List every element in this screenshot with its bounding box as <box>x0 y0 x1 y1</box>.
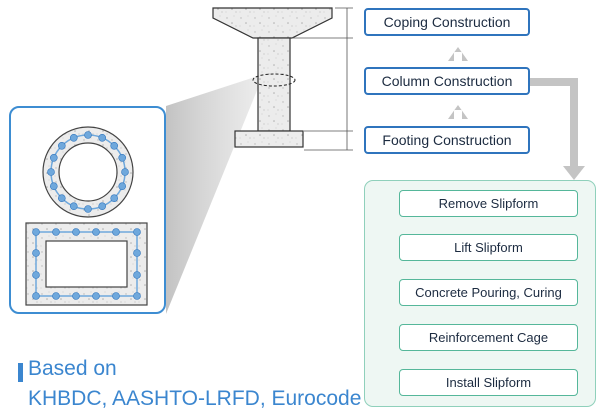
basis-heading: Based on <box>28 357 117 380</box>
section-detail-graphics <box>25 126 148 306</box>
substep-label: Reinforcement Cage <box>428 330 549 345</box>
level-bracket <box>292 7 353 151</box>
step-label: Coping Construction <box>383 14 511 30</box>
pier-footing <box>234 130 304 148</box>
step-label: Footing Construction <box>382 132 512 148</box>
substep-label: Install Slipform <box>445 375 532 390</box>
substep-label: Lift Slipform <box>454 240 523 255</box>
main-flow-arrows <box>448 47 468 119</box>
basis-standards: KHBDC, AASHTO-LRFD, Eurocode <box>28 387 362 410</box>
column-to-slipform-arrow <box>530 78 578 168</box>
step-footing-construction: Footing Construction <box>364 126 530 154</box>
substep-install-slipform: Install Slipform <box>399 369 578 396</box>
substep-reinforcement-cage: Reinforcement Cage <box>399 324 578 351</box>
substep-label: Concrete Pouring, Curing <box>415 285 562 300</box>
step-column-construction: Column Construction <box>364 67 530 95</box>
substep-label: Remove Slipform <box>438 196 539 211</box>
section-detail-panel <box>9 106 166 314</box>
substep-concrete-pouring-curing: Concrete Pouring, Curing <box>399 279 578 306</box>
step-label: Column Construction <box>381 73 513 89</box>
section-cut-marker <box>252 73 296 87</box>
basis-accent-bar <box>18 363 23 382</box>
substep-lift-slipform: Lift Slipform <box>399 234 578 261</box>
zoom-wedge <box>166 76 258 314</box>
circular-section <box>42 126 134 218</box>
step-coping-construction: Coping Construction <box>364 8 530 36</box>
rectangular-section <box>25 222 148 306</box>
pier-column <box>257 37 291 132</box>
substep-remove-slipform: Remove Slipform <box>399 190 578 217</box>
pier-coping <box>212 7 333 39</box>
